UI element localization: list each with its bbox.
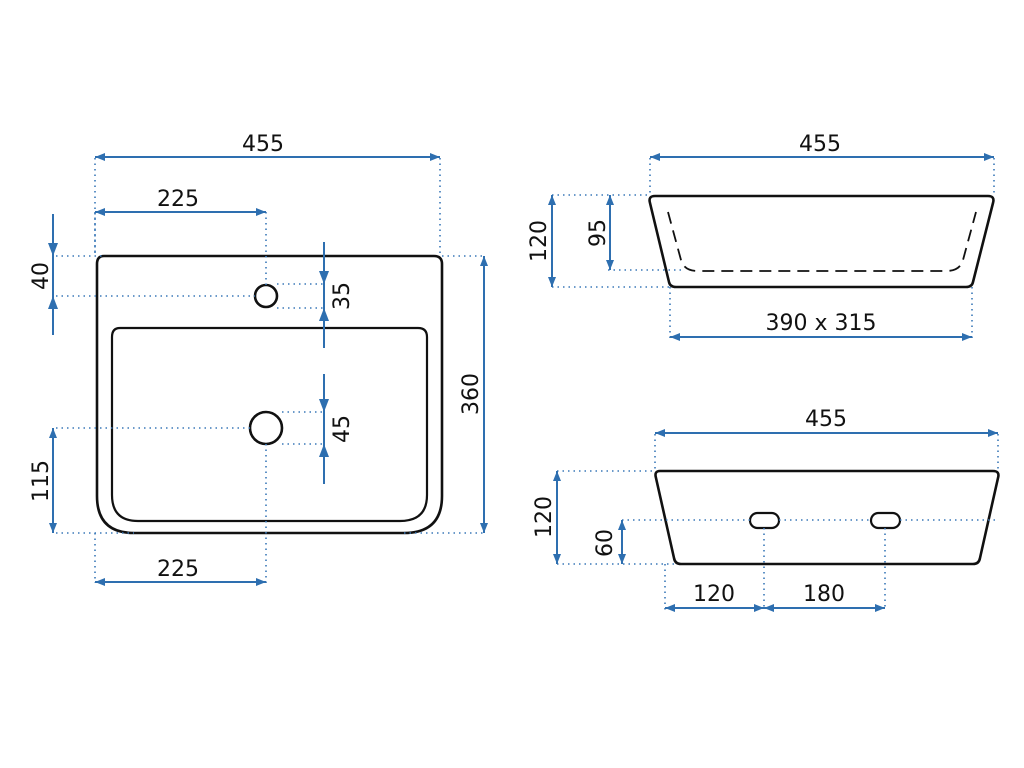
drain-hole <box>248 410 284 446</box>
side-view: 455 120 95 390 x 315 <box>527 132 995 341</box>
label-bowl-size: 390 x 315 <box>766 311 877 336</box>
side-bowl-dashed-outline <box>667 211 977 272</box>
label-top-depth: 360 <box>459 373 484 415</box>
fixing-hole-left <box>748 511 781 530</box>
top-view: 455 225 40 35 360 45 115 225 <box>29 132 488 586</box>
label-fixing-spacing: 180 <box>803 582 845 607</box>
label-rear-width: 455 <box>805 407 847 432</box>
rear-view-extension-lines <box>557 434 999 610</box>
basin-outline <box>95 254 444 535</box>
label-tap-offset: 225 <box>157 187 199 212</box>
rear-profile-outline <box>654 469 1000 566</box>
fixing-hole-right <box>869 511 902 530</box>
label-bowl-depth: 95 <box>586 219 611 247</box>
label-rear-height: 120 <box>532 496 557 538</box>
label-top-width: 455 <box>242 132 284 157</box>
label-rim-to-tap: 40 <box>29 262 54 290</box>
label-drain-offset: 225 <box>157 557 199 582</box>
side-profile-outline <box>648 194 995 289</box>
label-fixing-height: 60 <box>593 529 618 557</box>
label-fixing-offset: 120 <box>693 582 735 607</box>
label-overflow-height: 115 <box>29 460 54 502</box>
label-side-height: 120 <box>527 220 552 262</box>
label-drain-diameter: 45 <box>330 415 355 443</box>
top-view-extension-lines <box>56 158 484 583</box>
label-tap-diameter: 35 <box>330 282 355 310</box>
side-view-extension-lines <box>552 158 995 338</box>
tap-hole <box>253 283 279 309</box>
bowl-inner-outline <box>110 326 429 523</box>
rear-view: 455 120 60 120 180 <box>532 407 1000 612</box>
label-side-width: 455 <box>799 132 841 157</box>
